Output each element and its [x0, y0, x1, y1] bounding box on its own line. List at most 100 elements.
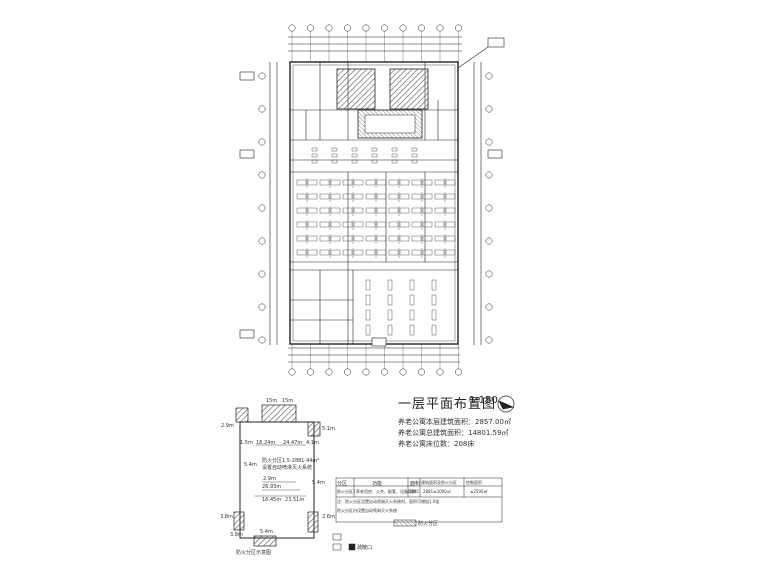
bed-unit [411, 179, 422, 186]
equipment-unit [411, 147, 418, 152]
inset-dim: 5.4m [244, 462, 257, 468]
axis-bubble [307, 368, 314, 376]
bed-unit [422, 179, 433, 186]
bed-unit [342, 235, 353, 242]
axis-bubble [399, 24, 407, 32]
equipment-unit [311, 147, 318, 152]
axis-bubble [258, 171, 266, 179]
room-furniture-grid [296, 147, 456, 336]
axis-bubble [258, 237, 266, 245]
bed-unit [319, 207, 330, 214]
bed-unit [330, 235, 341, 242]
legend-cell: ≤2500㎡ [470, 489, 488, 494]
axis-bubble [258, 138, 266, 146]
equipment-unit [391, 147, 398, 152]
equipment-unit [371, 153, 378, 158]
axis-bubble [344, 368, 351, 376]
bed-unit [296, 193, 307, 200]
bed-unit [411, 249, 422, 256]
axis-bubble [307, 24, 314, 32]
legend-key-label: 疏散口 [357, 545, 373, 551]
bed-unit [319, 221, 330, 228]
bed-unit [376, 235, 387, 242]
bed-unit [431, 324, 437, 336]
equipment-unit [331, 147, 338, 152]
bed-unit [365, 294, 371, 306]
equipment-unit [371, 147, 378, 152]
bed-unit [353, 235, 364, 242]
axis-bubble [436, 24, 444, 32]
axis-bubble [485, 336, 493, 344]
bed-unit [353, 249, 364, 256]
bed-unit [365, 309, 371, 321]
stat-floor-area: 养老公寓本层建筑面积：2857.00㎡ [398, 418, 511, 426]
bed-unit [434, 235, 445, 242]
axis-bubble [344, 24, 351, 32]
bed-unit [330, 193, 341, 200]
axis-bubble [258, 105, 266, 113]
bed-unit [307, 235, 318, 242]
bed-unit [388, 207, 399, 214]
bed-unit [445, 179, 456, 186]
bed-unit [422, 193, 433, 200]
bed-unit [411, 235, 422, 242]
bed-unit [387, 324, 393, 336]
drawing-scale: 1:150 [469, 395, 498, 406]
fire-zone-inset [233, 404, 321, 547]
bed-unit [434, 193, 445, 200]
bed-unit [365, 221, 376, 228]
bed-unit [431, 309, 437, 321]
bed-unit [319, 249, 330, 256]
legend-header: 面积 [410, 481, 421, 487]
equipment-unit [351, 153, 358, 158]
bed-unit [307, 207, 318, 214]
bed-unit [409, 324, 415, 336]
drawing-title: 一层平面布置图 [398, 397, 497, 412]
axis-bubble [485, 204, 493, 212]
bed-unit [342, 207, 353, 214]
bed-unit [388, 179, 399, 186]
equipment-unit [331, 153, 338, 158]
bed-unit [307, 193, 318, 200]
bed-unit [342, 249, 353, 256]
inset-dim: 15m [282, 398, 294, 404]
inset-dim: 5.4m [312, 480, 325, 486]
bed-unit [399, 235, 410, 242]
bed-unit [388, 249, 399, 256]
bed-unit [376, 179, 387, 186]
inset-dim: 24.47m [283, 440, 303, 446]
inset-dim: 5.4m [260, 529, 273, 535]
equipment-unit [391, 153, 398, 158]
axis-bubble [258, 270, 266, 278]
equipment-unit [411, 159, 418, 164]
inset-caption: 防火分区示意图 [236, 550, 272, 556]
inset-dim: 3.8m [220, 514, 233, 520]
inset-dim: 5.1m [322, 426, 335, 432]
inset-dim: 4.1m [306, 440, 319, 446]
stair-core-hatch [336, 68, 376, 110]
bed-unit [445, 221, 456, 228]
bed-unit [411, 193, 422, 200]
bed-unit [307, 179, 318, 186]
bed-unit [342, 193, 353, 200]
main-floor-plan [269, 36, 482, 363]
axis-bubbles-right [485, 72, 493, 344]
bed-unit [376, 221, 387, 228]
bed-unit [319, 235, 330, 242]
equipment-unit [391, 159, 398, 164]
legend-cell: 2881 [409, 489, 420, 494]
legend-header: 功能 [372, 481, 383, 487]
bed-unit [353, 221, 364, 228]
axis-bubble [418, 368, 425, 376]
axis-bubbles-left [258, 72, 266, 344]
bed-unit [445, 207, 456, 214]
axis-bubble [288, 368, 296, 376]
bed-unit [422, 235, 433, 242]
bed-unit [409, 294, 415, 306]
axis-bubble [325, 24, 333, 32]
bed-unit [353, 179, 364, 186]
bed-unit [399, 207, 410, 214]
bed-unit [330, 207, 341, 214]
stat-bed-count: 养老公寓床位数：208床 [398, 440, 475, 448]
axis-bubble [288, 24, 296, 32]
